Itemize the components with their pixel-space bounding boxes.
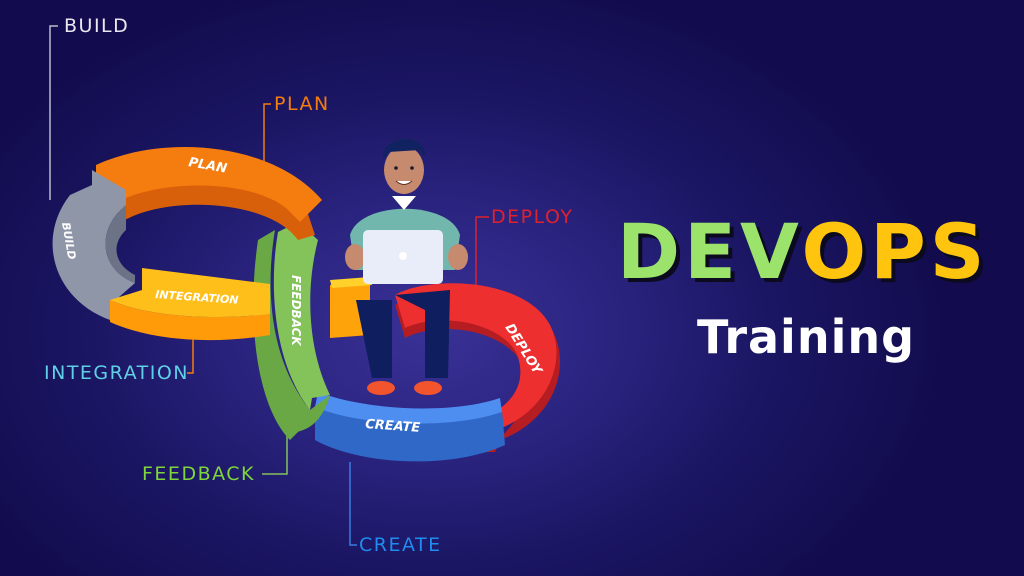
feedback-segment: FEEDBACK: [253, 222, 330, 440]
callout-deploy: DEPLOY: [491, 206, 574, 228]
developer-illustration: [345, 139, 468, 395]
callout-feedback: FEEDBACK: [142, 463, 255, 485]
svg-text:CREATE: CREATE: [365, 417, 421, 436]
devops-title-ops: OPS: [801, 207, 989, 296]
create-segment: CREATE: [315, 392, 505, 462]
devops-title: DEVOPS: [617, 214, 989, 290]
svg-text:PLAN: PLAN: [187, 155, 228, 177]
callout-integration: INTEGRATION: [44, 362, 189, 384]
svg-text:FEEDBACK: FEEDBACK: [289, 275, 303, 347]
svg-text:BUILD: BUILD: [59, 221, 78, 260]
devops-title-dev: DEV: [617, 207, 802, 296]
build-segment: BUILD: [52, 170, 135, 320]
svg-text:INTEGRATION: INTEGRATION: [155, 288, 239, 307]
integration-block: [330, 277, 372, 338]
plan-segment: PLAN: [96, 147, 322, 240]
callout-build: BUILD: [64, 15, 130, 37]
training-subtitle: Training: [697, 310, 916, 364]
callout-plan: PLAN: [274, 93, 330, 115]
callout-create: CREATE: [359, 534, 442, 556]
integration-segment: INTEGRATION: [110, 268, 270, 341]
